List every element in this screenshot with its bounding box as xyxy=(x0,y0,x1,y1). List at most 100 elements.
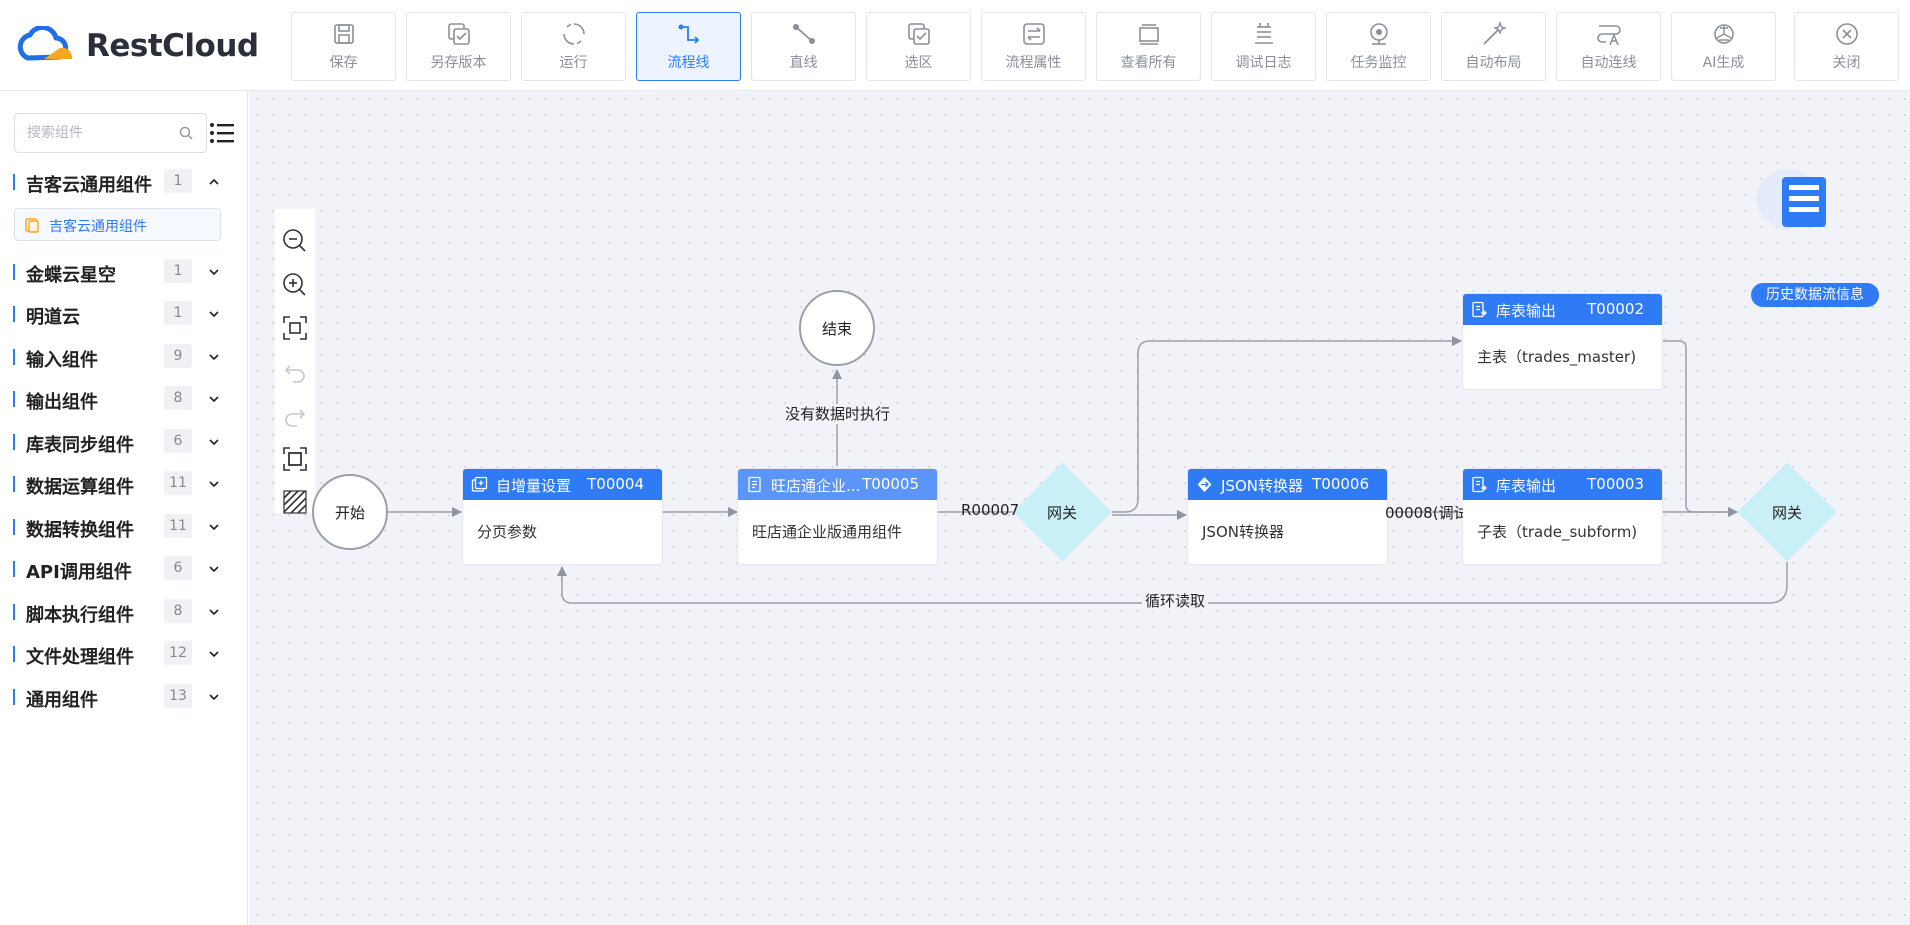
save-version-button[interactable]: 另存版本 xyxy=(406,12,511,81)
fit-view-icon[interactable] xyxy=(281,314,309,342)
chevron-down-icon[interactable] xyxy=(207,690,221,704)
node-header: 库表输出 T00002 xyxy=(1463,294,1662,325)
category-marker xyxy=(13,264,15,280)
auto-layout-icon xyxy=(1482,21,1507,45)
edge-label-loop-read[interactable]: 循环读取 xyxy=(1142,591,1209,611)
node-t00002[interactable]: 库表输出 T00002 主表（trades_master) xyxy=(1463,294,1662,389)
node-name: 库表输出 xyxy=(1496,477,1557,495)
category-count: 9 xyxy=(164,344,192,368)
node-header: 自增量设置 T00004 xyxy=(463,469,662,500)
document-icon xyxy=(748,476,761,493)
search-icon[interactable] xyxy=(178,125,194,141)
category-file[interactable]: 文件处理组件 12 xyxy=(0,634,248,674)
gateway-label: 网关 xyxy=(1771,504,1802,522)
sub-item-label: 吉客云通用组件 xyxy=(49,219,147,235)
list-view-icon[interactable] xyxy=(208,119,236,147)
view-all-button[interactable]: 查看所有 xyxy=(1096,12,1201,81)
close-label: 关闭 xyxy=(1832,55,1861,71)
zoom-panel xyxy=(275,209,315,516)
chevron-up-icon[interactable] xyxy=(207,175,221,189)
redo-icon[interactable] xyxy=(281,402,309,430)
start-node[interactable]: 开始 xyxy=(312,474,388,550)
ai-generate-button[interactable]: AI生成 xyxy=(1671,12,1776,81)
category-marker xyxy=(13,349,15,365)
category-label: 库表同步组件 xyxy=(26,435,134,456)
run-icon xyxy=(562,23,585,45)
zoom-out-icon[interactable] xyxy=(281,227,309,255)
flow-canvas[interactable]: 历史数据流信息 开始 结束 自增量设置 T00004 分页参数 旺店通企业...… xyxy=(249,91,1910,925)
app-header: RestCloud 保存 另存版本 运行 流程线 直线 选区 流程属性 xyxy=(0,0,1910,91)
edge-label-no-data[interactable]: 没有数据时执行 xyxy=(782,404,894,424)
search-input[interactable] xyxy=(15,114,165,152)
zoom-in-icon[interactable] xyxy=(281,271,309,299)
node-t00006[interactable]: JSON转换器 T00006 JSON转换器 xyxy=(1188,469,1387,564)
history-data-flow-widget[interactable]: 历史数据流信息 xyxy=(1751,163,1881,307)
flow-properties-button[interactable]: 流程属性 xyxy=(981,12,1086,81)
close-button[interactable]: 关闭 xyxy=(1794,12,1899,81)
chevron-down-icon[interactable] xyxy=(207,435,221,449)
debug-log-button[interactable]: 调试日志 xyxy=(1211,12,1316,81)
chevron-down-icon[interactable] xyxy=(207,265,221,279)
category-label: 脚本执行组件 xyxy=(26,605,134,626)
auto-layout-button[interactable]: 自动布局 xyxy=(1441,12,1546,81)
node-t00003[interactable]: 库表输出 T00003 子表（trade_subform) xyxy=(1463,469,1662,564)
chevron-down-icon[interactable] xyxy=(207,647,221,661)
category-count: 6 xyxy=(164,429,192,453)
node-body: 主表（trades_master) xyxy=(1477,348,1637,366)
view-all-label: 查看所有 xyxy=(1120,55,1177,71)
node-code: T00002 xyxy=(1587,300,1644,318)
category-count: 6 xyxy=(164,556,192,580)
actual-size-icon[interactable] xyxy=(281,445,309,473)
save-label: 保存 xyxy=(329,55,358,71)
chevron-down-icon[interactable] xyxy=(207,477,221,491)
save-button[interactable]: 保存 xyxy=(291,12,396,81)
straight-line-button[interactable]: 直线 xyxy=(751,12,856,81)
undo-icon[interactable] xyxy=(281,358,309,386)
flowline-icon xyxy=(678,24,699,44)
selection-button[interactable]: 选区 xyxy=(866,12,971,81)
chevron-down-icon[interactable] xyxy=(207,562,221,576)
flowline-button[interactable]: 流程线 xyxy=(636,12,741,81)
category-data-compute[interactable]: 数据运算组件 11 xyxy=(0,464,248,504)
grid-toggle-icon[interactable] xyxy=(281,488,309,516)
category-script[interactable]: 脚本执行组件 8 xyxy=(0,592,248,632)
chevron-down-icon[interactable] xyxy=(207,392,221,406)
gateway-node-1[interactable]: 网关 xyxy=(1012,462,1112,562)
category-general[interactable]: 通用组件 13 xyxy=(0,677,248,717)
category-table-sync[interactable]: 库表同步组件 6 xyxy=(0,422,248,462)
edge-label-r00008[interactable]: 00008(调试 xyxy=(1385,504,1463,522)
category-label: 数据运算组件 xyxy=(26,477,134,498)
category-marker xyxy=(13,646,15,662)
category-mingdaoyun[interactable]: 明道云 1 xyxy=(0,294,248,334)
node-t00005[interactable]: 旺店通企业... T00005 旺店通企业版通用组件 xyxy=(738,469,937,564)
edge-label-r00007[interactable]: R00007 xyxy=(961,501,1020,519)
category-api-call[interactable]: API调用组件 6 xyxy=(0,549,248,589)
run-button[interactable]: 运行 xyxy=(521,12,626,81)
category-jikeyun[interactable]: 吉客云通用组件 1 xyxy=(0,162,248,202)
node-body: 分页参数 xyxy=(477,523,538,541)
view-all-icon xyxy=(1138,24,1159,45)
sub-item-jikeyun-component[interactable]: 吉客云通用组件 xyxy=(14,208,221,241)
category-input[interactable]: 输入组件 9 xyxy=(0,337,248,377)
end-node[interactable]: 结束 xyxy=(799,290,875,366)
task-monitor-icon xyxy=(1369,23,1388,45)
chevron-down-icon[interactable] xyxy=(207,520,221,534)
category-kingdee[interactable]: 金蝶云星空 1 xyxy=(0,252,248,292)
auto-connect-button[interactable]: 自动连线 xyxy=(1556,12,1661,81)
chevron-down-icon[interactable] xyxy=(207,350,221,364)
task-monitor-button[interactable]: 任务监控 xyxy=(1326,12,1431,81)
chevron-down-icon[interactable] xyxy=(207,307,221,321)
category-data-transform[interactable]: 数据转换组件 11 xyxy=(0,507,248,547)
save-version-label: 另存版本 xyxy=(430,55,487,71)
category-count: 1 xyxy=(164,169,192,193)
brand-name: RestCloud xyxy=(86,28,259,64)
save-version-icon xyxy=(447,23,470,45)
category-marker xyxy=(13,561,15,577)
gateway-node-2[interactable]: 网关 xyxy=(1737,462,1837,562)
category-marker xyxy=(13,391,15,407)
category-output[interactable]: 输出组件 8 xyxy=(0,379,248,419)
node-t00004[interactable]: 自增量设置 T00004 分页参数 xyxy=(463,469,662,564)
chevron-down-icon[interactable] xyxy=(207,605,221,619)
run-label: 运行 xyxy=(559,55,588,71)
category-label: 吉客云通用组件 xyxy=(26,175,152,196)
